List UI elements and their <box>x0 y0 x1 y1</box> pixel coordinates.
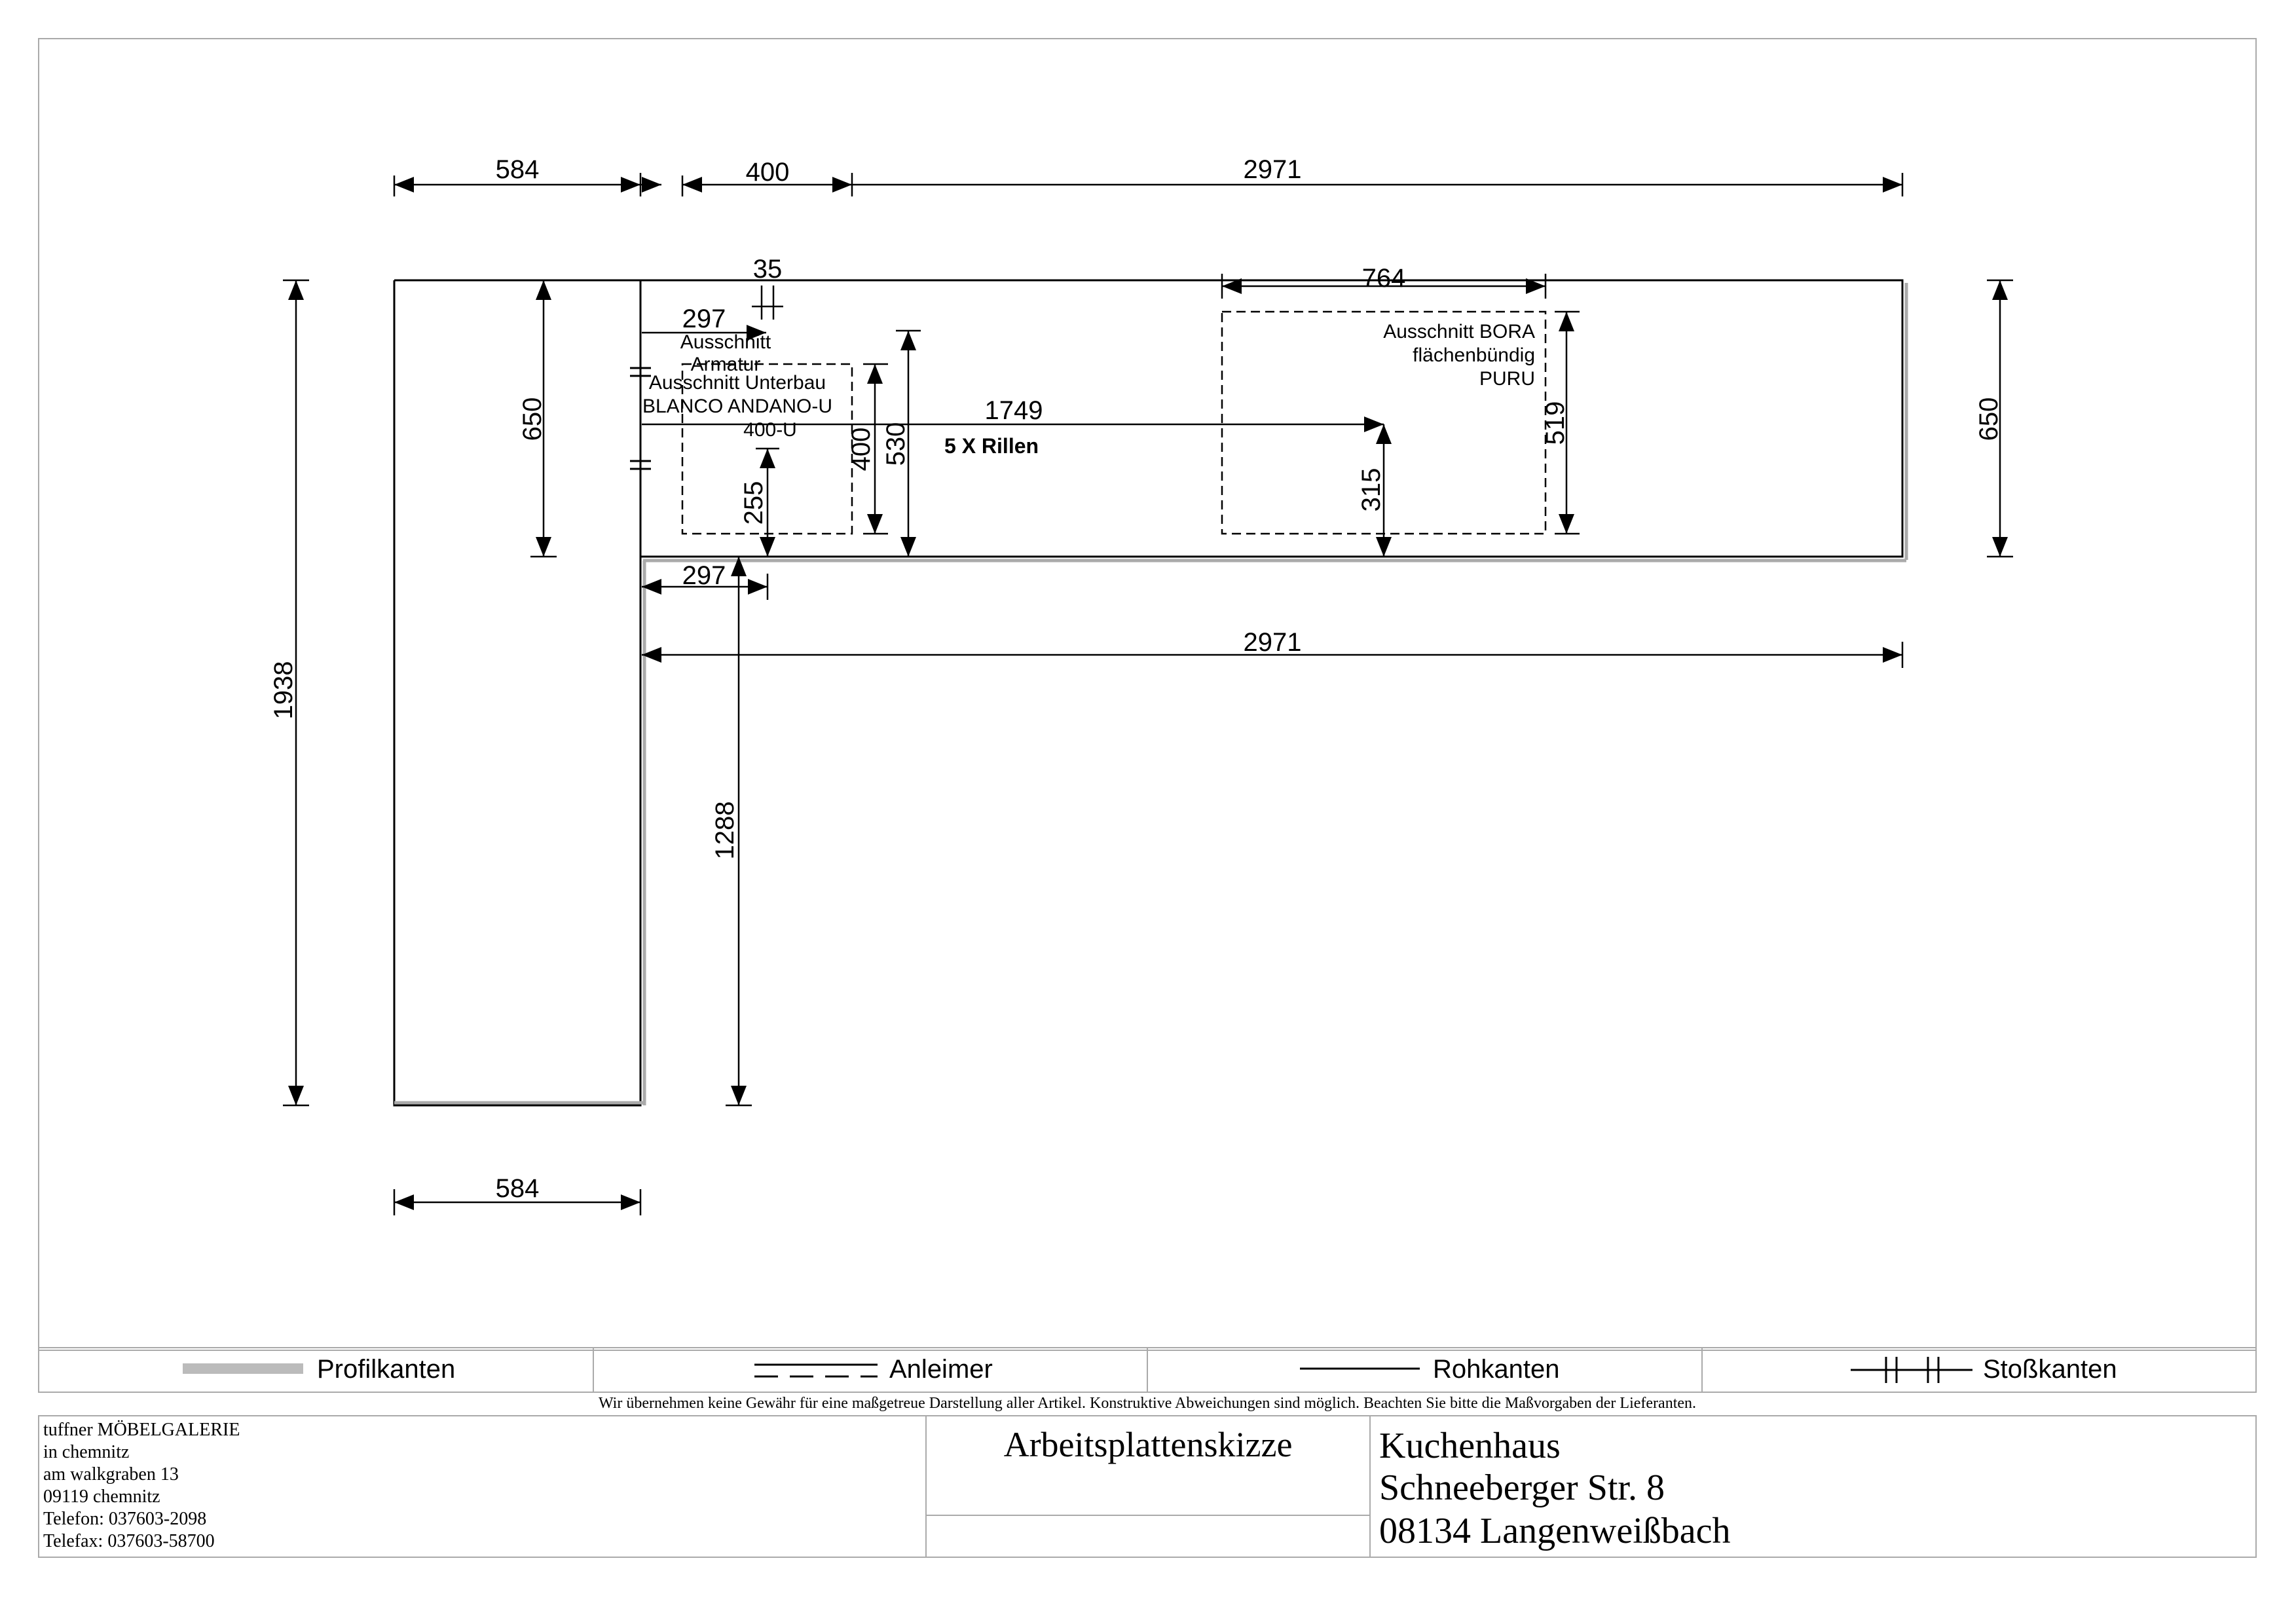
legend-profile-swatch <box>183 1363 303 1374</box>
countertop-outline <box>393 279 1904 1107</box>
dim-top-left-width: 584 <box>496 155 540 184</box>
company-fax: Telefax: 037603-58700 <box>43 1531 215 1551</box>
dim-left-depth: 650 <box>518 397 547 441</box>
dim-top-right-width: 2971 <box>1244 155 1302 184</box>
legend-joint-label: Stoßkanten <box>1983 1355 2117 1384</box>
label-sink-line3: 400-U <box>743 419 797 441</box>
legend: Profilkanten Anleimer Rohkanten Stoßkant… <box>38 1347 2257 1393</box>
legend-glue-label: Anleimer <box>889 1355 993 1384</box>
dimension-lines <box>283 173 2013 1215</box>
joint-marks-left <box>630 367 651 470</box>
legend-raw-label: Rohkanten <box>1433 1355 1559 1384</box>
dim-inner-height: 1288 <box>711 802 739 860</box>
disclaimer-text: Wir übernehmen keine Gewähr für eine maß… <box>599 1395 1696 1412</box>
dim-bora-depth: 519 <box>1541 401 1570 445</box>
drawing-frame <box>38 38 2257 1351</box>
title-block <box>38 1415 2257 1558</box>
dim-armatur-gap: 35 <box>753 255 783 284</box>
company-street: am walkgraben 13 <box>43 1464 179 1485</box>
company-zip-city: 09119 chemnitz <box>43 1486 160 1507</box>
label-armatur-line1: Ausschnitt <box>680 331 771 353</box>
dim-bora-width: 764 <box>1362 264 1406 293</box>
legend-profile-label: Profilkanten <box>317 1355 455 1384</box>
sheet-title: Arbeitsplattenskizze <box>1004 1425 1293 1464</box>
dim-inner-length: 2971 <box>1244 628 1302 657</box>
dim-bora-from-edge: 315 <box>1357 468 1386 512</box>
dim-bora-offset: 1749 <box>985 396 1043 425</box>
dim-armatur-from-edge: 255 <box>739 481 768 525</box>
dim-bottom-offset: 297 <box>682 561 726 590</box>
customer-name: Kuchenhaus <box>1379 1426 1561 1466</box>
label-armatur-line2: Armatur <box>691 354 761 375</box>
dim-armatur-offset: 297 <box>682 304 726 333</box>
customer-zip-city: 08134 Langenweißbach <box>1379 1511 1730 1551</box>
label-sink-line1: Ausschnitt Unterbau <box>649 372 826 394</box>
customer-street: Schneeberger Str. 8 <box>1379 1467 1665 1508</box>
dim-top-offset: 400 <box>746 158 790 187</box>
label-bora-line3: PURU <box>1479 368 1535 390</box>
dim-total-height: 1938 <box>269 661 298 720</box>
label-grooves: 5 X Rillen <box>944 434 1039 458</box>
dim-sink-depth: 400 <box>847 428 876 471</box>
company-phone: Telefon: 037603-2098 <box>43 1509 206 1529</box>
label-bora-line2: flächenbündig <box>1413 344 1535 366</box>
profile-edges <box>394 283 1908 1105</box>
label-sink-line2: BLANCO ANDANO-U <box>642 396 832 417</box>
dim-right-depth: 650 <box>1974 397 2003 441</box>
dim-bottom-width: 584 <box>496 1174 540 1203</box>
legend-joint-swatch <box>1851 1357 1972 1383</box>
label-bora-line1: Ausschnitt BORA <box>1383 321 1535 342</box>
company-city-line: in chemnitz <box>43 1442 129 1462</box>
dim-sink-to-edge: 530 <box>881 422 910 466</box>
company-name: tuffner MÖBELGALERIE <box>43 1420 240 1440</box>
